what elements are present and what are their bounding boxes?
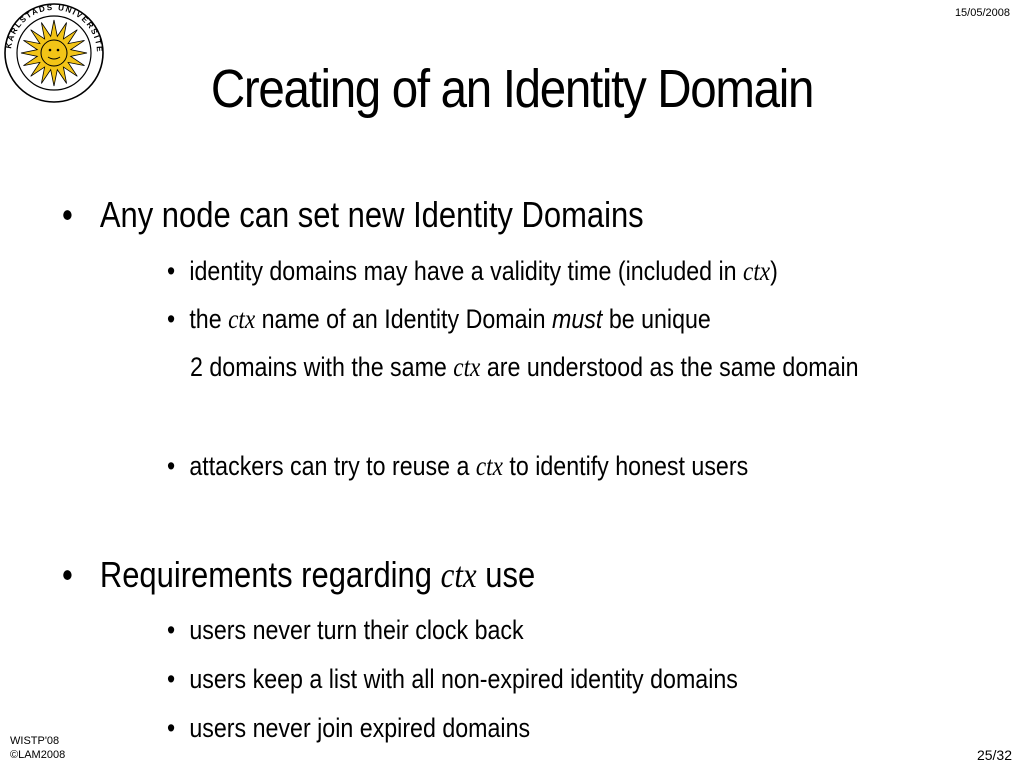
bullet-2-text: Requirements regarding [99, 554, 441, 595]
bullet-dot: • [62, 194, 73, 235]
slide-date: 15/05/2008 [954, 7, 1010, 19]
university-logo: KARLSTADS UNIVERSITET [3, 2, 104, 103]
emphasis-must: must [552, 304, 603, 334]
slide-title: Creating of an Identity Domain [210, 59, 815, 119]
sub-bullet-text: to identify honest users [502, 451, 749, 481]
bullet-dot: • [167, 256, 176, 286]
footer-left: WISTP'08 ©LAM2008 [10, 734, 65, 762]
bullet-dot: • [167, 615, 176, 645]
sub-bullet-1-3: • attackers can try to reuse a ctx to ide… [167, 453, 748, 480]
conference-label: WISTP'08 [10, 735, 60, 747]
ctx-term: ctx [743, 256, 771, 286]
sub-bullet-text: 2 domains with the same [190, 352, 454, 382]
sub-bullet-1-2: • the ctx name of an Identity Domain must… [167, 306, 711, 333]
sub-bullet-text: are understood as the same domain [480, 352, 859, 382]
bullet-2: • Requirements regarding ctx use [62, 554, 536, 595]
copyright-label: ©LAM2008 [10, 749, 66, 761]
sub-bullet-text: users keep a list with all non-expired i… [189, 664, 738, 694]
sub-bullet-1-1: • identity domains may have a validity ti… [167, 258, 778, 285]
ctx-term: ctx [475, 451, 503, 481]
bullet-dot: • [167, 451, 176, 481]
sub-bullet-2-2: • users keep a list with all non-expired … [167, 666, 738, 693]
sun-icon [20, 19, 88, 87]
sub-bullet-text: name of an Identity Domain [255, 304, 553, 334]
sub-bullet-1-2-continuation: 2 domains with the same ctx are understo… [190, 354, 859, 381]
bullet-dot: • [167, 664, 176, 694]
sub-bullet-2-1: • users never turn their clock back [167, 617, 524, 644]
ctx-term: ctx [440, 555, 477, 595]
sub-bullet-text: identity domains may have a validity tim… [189, 256, 744, 286]
sub-bullet-text: be unique [602, 304, 711, 334]
bullet-dot: • [167, 713, 176, 743]
sub-bullet-text: attackers can try to reuse a [189, 451, 476, 481]
bullet-1: • Any node can set new Identity Domains [62, 197, 644, 233]
sub-bullet-text: ) [770, 256, 778, 286]
sub-bullet-2-3: • users never join expired domains [167, 715, 530, 742]
bullet-dot: • [62, 554, 73, 595]
page-number: 25/32 [976, 747, 1012, 763]
bullet-2-text: use [476, 554, 536, 595]
sub-bullet-text: users never turn their clock back [189, 615, 524, 645]
bullet-dot: • [167, 304, 176, 334]
sub-bullet-text: users never join expired domains [189, 713, 531, 743]
bullet-1-text: Any node can set new Identity Domains [99, 194, 644, 235]
ctx-term: ctx [453, 352, 481, 382]
ctx-term: ctx [228, 304, 256, 334]
sub-bullet-text: the [189, 304, 229, 334]
